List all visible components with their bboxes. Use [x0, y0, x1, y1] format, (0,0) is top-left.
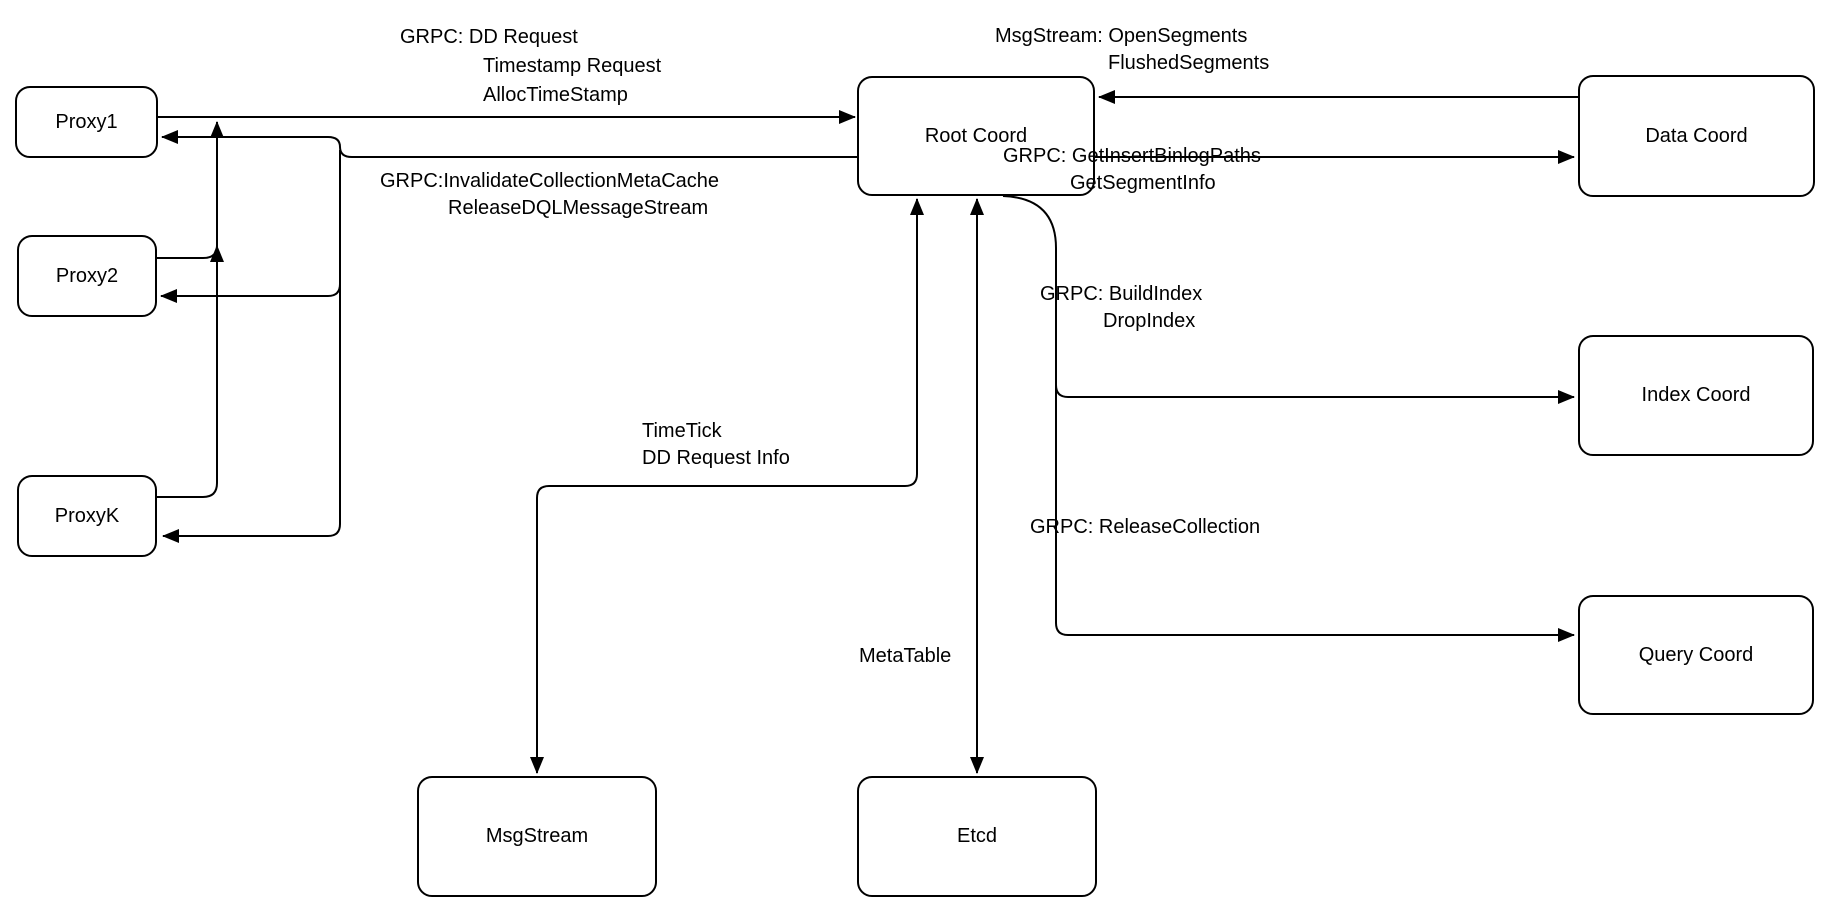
- node-proxy2: Proxy2: [17, 235, 157, 317]
- edge-label-getinsert-line2: GetSegmentInfo: [1070, 172, 1216, 194]
- edge-proxyk-request-trunk: [157, 121, 224, 498]
- edge-label-buildindex-line1: GRPC: BuildIndex: [1040, 283, 1203, 305]
- edge-rootcoord-to-proxyk: [162, 150, 341, 543]
- edge-label-dd-request-line1: GRPC: DD Request: [400, 26, 578, 48]
- node-query-coord: Query Coord: [1578, 595, 1814, 715]
- edge-label-dd-request-line2: Timestamp Request: [483, 55, 662, 77]
- edge-label-metatable: MetaTable: [859, 645, 952, 667]
- node-msgstream: MsgStream: [417, 776, 657, 897]
- edge-label-getinsert-line1: GRPC: GetInsertBinlogPaths: [1003, 145, 1261, 167]
- node-proxyk: ProxyK: [17, 475, 157, 557]
- node-root-coord-label: Root Coord: [924, 124, 1028, 147]
- edge-label-buildindex-line2: DropIndex: [1103, 310, 1196, 332]
- node-data-coord: Data Coord: [1578, 75, 1815, 197]
- node-msgstream-label: MsgStream: [485, 825, 589, 847]
- node-proxy2-label: Proxy2: [55, 264, 119, 287]
- node-root-coord: Root Coord: [857, 76, 1095, 196]
- node-index-coord-label: Index Coord: [1641, 384, 1751, 406]
- node-query-coord-label: Query Coord: [1638, 643, 1754, 666]
- edge-label-invalidate-line1: GRPC:InvalidateCollectionMetaCache: [380, 170, 720, 192]
- edge-label-invalidate-line2: ReleaseDQLMessageStream: [448, 197, 709, 219]
- edge-proxy2-request-merge: [157, 245, 224, 263]
- edge-label-msgstream-line1: MsgStream: OpenSegments: [995, 25, 1248, 47]
- edge-rootcoord-to-proxy1: [161, 130, 857, 158]
- node-proxyk-label: ProxyK: [54, 504, 120, 527]
- node-etcd: Etcd: [857, 776, 1097, 897]
- node-index-coord: Index Coord: [1578, 335, 1814, 456]
- edge-rootcoord-to-indexcoord: [1055, 384, 1575, 404]
- node-proxy1-label: Proxy1: [55, 110, 118, 133]
- edge-label-timetick-line2: DD Request Info: [642, 447, 790, 469]
- edge-label-dd-request-line3: AllocTimeStamp: [483, 84, 628, 106]
- node-etcd-label: Etcd: [956, 825, 998, 847]
- node-proxy1: Proxy1: [15, 86, 158, 158]
- edge-label-releasecollection: GRPC: ReleaseCollection: [1030, 516, 1261, 538]
- edge-rootcoord-to-proxy2: [160, 283, 341, 303]
- edge-label-msgstream-line2: FlushedSegments: [1108, 52, 1270, 74]
- edge-rootcoord-msgstream: [530, 198, 924, 774]
- node-data-coord-label: Data Coord: [1645, 124, 1748, 147]
- edge-label-timetick-line1: TimeTick: [642, 420, 722, 442]
- edge-rootcoord-to-querycoord: [1002, 195, 1575, 642]
